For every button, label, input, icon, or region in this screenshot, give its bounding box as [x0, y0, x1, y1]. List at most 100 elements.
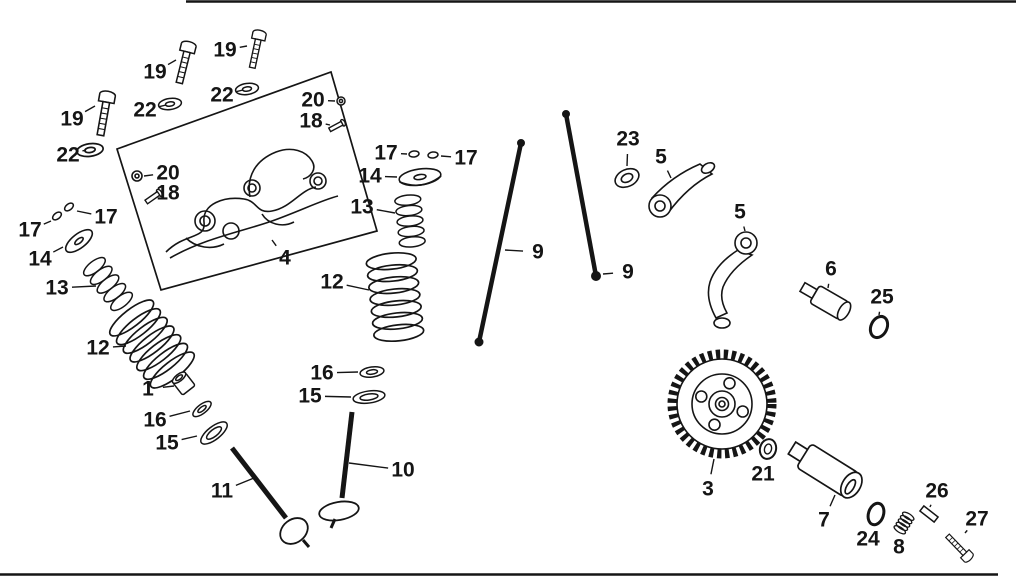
- leader-line-17: [76, 210, 92, 215]
- callout-23: 23: [616, 128, 639, 151]
- o-ring-25: [868, 314, 890, 340]
- callout-25: 25: [870, 286, 894, 309]
- callout-17: 17: [18, 219, 41, 242]
- camshaft-7: [787, 440, 863, 499]
- pin-26: [918, 504, 940, 524]
- leader-line-20: [143, 174, 154, 177]
- o-ring-24: [866, 501, 886, 527]
- leader-line-1: [162, 385, 175, 388]
- callout-3: 3: [702, 478, 714, 501]
- screw-20-right: [336, 96, 346, 106]
- valve-stem-seal-1: [171, 371, 196, 396]
- leader-line-5: [743, 226, 746, 232]
- leader-line-16: [336, 371, 359, 374]
- leader-line-18: [325, 123, 331, 126]
- leader-line-7: [829, 494, 836, 507]
- callout-5: 5: [734, 201, 746, 224]
- callout-6: 6: [825, 258, 837, 281]
- leader-line-15: [324, 395, 352, 398]
- callout-12: 12: [320, 271, 343, 294]
- callout-17: 17: [374, 142, 397, 165]
- screw-20-left: [131, 170, 143, 182]
- leader-line-19: [84, 105, 96, 113]
- callout-4: 4: [279, 247, 291, 270]
- spring-retainer-14-right: [398, 167, 442, 187]
- rocker-housing-outline: [115, 70, 379, 292]
- callout-12: 12: [86, 337, 109, 360]
- rocker-arm-5-upper: [648, 161, 716, 218]
- leader-line-12: [112, 345, 127, 348]
- leader-line-22: [82, 149, 87, 152]
- leader-line-4: [271, 239, 277, 247]
- callout-10: 10: [391, 459, 414, 482]
- leader-line-22: [159, 104, 167, 108]
- rocker-arm-5-lower: [707, 231, 758, 329]
- valve-10: [318, 411, 360, 529]
- spring-seat-16-left: [192, 400, 212, 418]
- pushrod-9-right: [562, 110, 601, 281]
- callout-5: 5: [655, 146, 667, 169]
- inner-spring-13-left: [82, 256, 134, 312]
- pin-18-right: [327, 118, 347, 133]
- callout-18: 18: [299, 110, 323, 133]
- leader-line-27: [964, 529, 968, 534]
- callout-22: 22: [210, 84, 233, 107]
- leader-line-22: [236, 89, 244, 93]
- leader-line-6: [827, 283, 830, 289]
- callout-24: 24: [856, 528, 880, 551]
- tappet-6: [798, 281, 852, 321]
- callout-11: 11: [211, 480, 234, 503]
- callout-16: 16: [310, 362, 333, 385]
- valve-keepers-17-left: [51, 202, 75, 221]
- rocker-assembly-4: [165, 148, 339, 259]
- outer-spring-12-right: [365, 251, 425, 343]
- callout-21: 21: [751, 463, 775, 486]
- callout-26: 26: [925, 480, 948, 503]
- callout-13: 13: [45, 277, 68, 300]
- pin-18-left: [144, 188, 163, 205]
- spring-seat-15-left: [200, 421, 228, 445]
- callout-17: 17: [454, 147, 477, 170]
- callout-17: 17: [94, 206, 117, 229]
- leader-line-3: [710, 458, 715, 475]
- leader-line-14: [52, 246, 64, 253]
- callout-19: 19: [213, 39, 236, 62]
- spring-seat-15-right: [352, 389, 386, 405]
- callout-13: 13: [350, 196, 373, 219]
- leader-line-10: [348, 462, 389, 469]
- leader-line-13: [71, 285, 97, 288]
- callout-19: 19: [143, 61, 166, 84]
- leader-line-17: [440, 155, 452, 158]
- valve-keepers-17-right: [408, 150, 439, 159]
- callout-7: 7: [818, 509, 830, 532]
- callout-15: 15: [155, 432, 179, 455]
- callout-8: 8: [893, 536, 905, 559]
- callout-16: 16: [143, 409, 166, 432]
- washer-22-a: [75, 141, 105, 159]
- callout-19: 19: [60, 108, 83, 131]
- spring-seat-16-right: [359, 366, 385, 378]
- leader-line-19: [167, 59, 177, 66]
- leader-line-12: [346, 284, 370, 291]
- leader-line-11: [235, 477, 255, 487]
- leader-line-9: [504, 249, 524, 252]
- leader-line-15: [181, 435, 198, 441]
- leader-line-19: [239, 45, 248, 49]
- callout-9: 9: [532, 241, 544, 264]
- callout-14: 14: [358, 165, 382, 188]
- callout-14: 14: [28, 248, 52, 271]
- bolt-19-a: [91, 89, 117, 138]
- callout-9: 9: [622, 261, 634, 284]
- spring-retainer-14-left: [64, 228, 94, 254]
- callout-27: 27: [965, 508, 988, 531]
- washer-22-b: [157, 96, 183, 112]
- gasket-23: [614, 167, 640, 189]
- valve-11: [230, 446, 311, 548]
- callout-22: 22: [133, 99, 156, 122]
- washer-22-c: [234, 81, 260, 97]
- leader-line-17: [43, 220, 52, 225]
- cam-gear-3: [667, 349, 777, 459]
